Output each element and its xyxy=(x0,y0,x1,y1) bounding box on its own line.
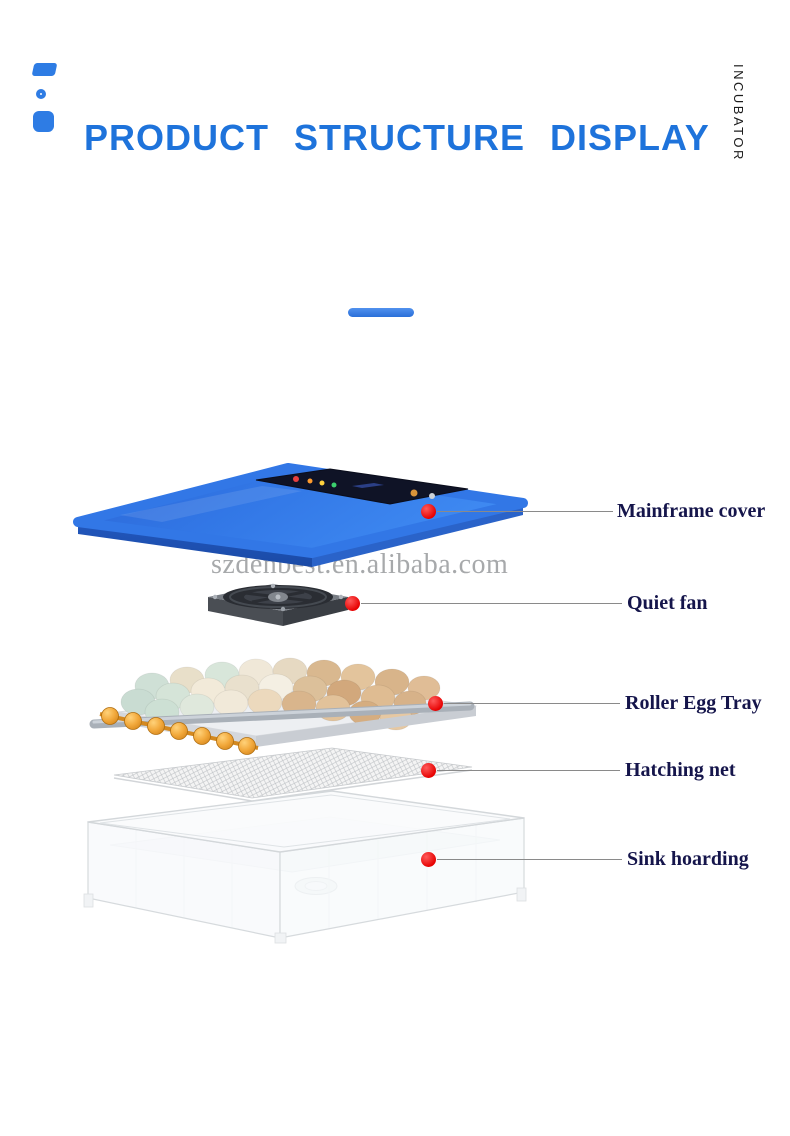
decorative-shapes xyxy=(31,63,58,132)
callout-dot xyxy=(428,696,443,711)
rollers xyxy=(101,707,256,755)
roller-egg-tray-illustration xyxy=(89,657,477,755)
callout-dot xyxy=(421,852,436,867)
quiet-fan-illustration xyxy=(208,583,348,626)
callout-line xyxy=(361,603,622,605)
watermark: szdenbest.en.alibaba.com xyxy=(211,549,509,580)
deco-rectangle-icon xyxy=(31,63,58,76)
divider-bar xyxy=(348,308,414,317)
page-title: PRODUCT STRUCTURE DISPLAY xyxy=(84,117,710,158)
hatching-net-illustration xyxy=(113,747,473,802)
callout-line xyxy=(437,770,620,772)
deco-ring-icon xyxy=(36,89,46,99)
callout-line xyxy=(444,703,620,705)
callout-line xyxy=(437,859,622,861)
deco-square-icon xyxy=(33,111,54,132)
callout-label: Sink hoarding xyxy=(627,848,749,870)
callout-label: Mainframe cover xyxy=(617,500,766,522)
callout-line xyxy=(437,511,613,513)
side-label-incubator: INCUBATOR xyxy=(731,64,746,162)
sink-hoarding-illustration xyxy=(83,790,527,944)
callout-dot xyxy=(421,504,436,519)
callout-label: Roller Egg Tray xyxy=(625,692,762,714)
callout-label: Quiet fan xyxy=(627,592,708,614)
callout-dot xyxy=(345,596,360,611)
eggs xyxy=(120,657,441,731)
callout-label: Hatching net xyxy=(625,759,736,781)
callout-dot xyxy=(421,763,436,778)
